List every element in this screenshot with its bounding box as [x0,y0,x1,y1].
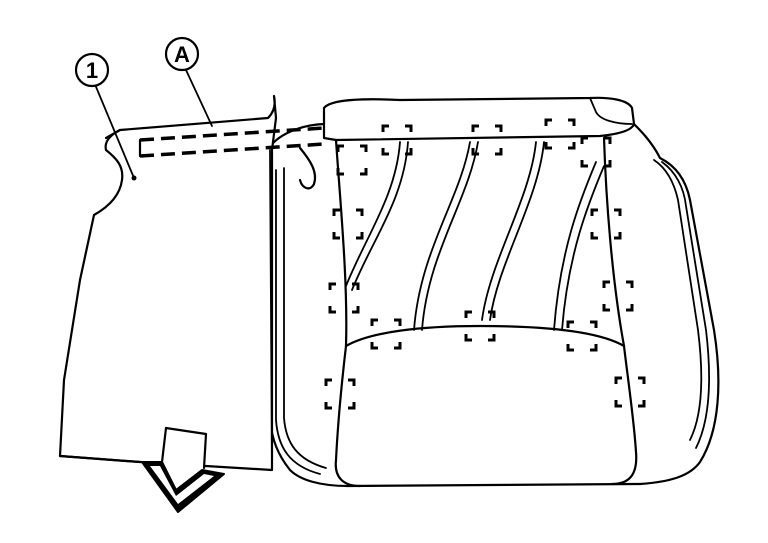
hog-ring-clip-icon [464,310,496,342]
callout-a-label: A [174,42,190,67]
hog-ring-clip-icon [544,118,576,150]
hog-ring-clip-icon [580,136,612,168]
hog-ring-clip-icon [566,320,598,352]
hog-ring-clip-icon [471,124,503,156]
arrow-down-icon [141,426,225,513]
hog-ring-clip-icon [614,376,646,408]
hog-ring-clip-icon [381,124,413,156]
seat-cushion-trim [58,94,317,472]
seat-cushion-frame [266,96,720,488]
hog-ring-clips [324,118,646,410]
hog-ring-clip-icon [332,208,364,240]
hog-ring-clip-icon [370,318,402,350]
callout-1: 1 [74,52,110,88]
seat-center-panel [334,136,638,488]
hog-ring-clip-icon [324,378,356,410]
callout-a: A [164,36,200,72]
callout-1-label: 1 [86,58,98,83]
hog-ring-clip-icon [328,282,360,314]
hog-ring-clip-icon [602,280,634,312]
hog-ring-clip-icon [336,144,368,176]
leader-dot-1 [131,175,137,181]
dashed-indicator [138,126,325,158]
leader-line-1 [93,81,135,179]
hog-ring-clip-icon [590,208,622,240]
leader-line-a [185,69,213,127]
